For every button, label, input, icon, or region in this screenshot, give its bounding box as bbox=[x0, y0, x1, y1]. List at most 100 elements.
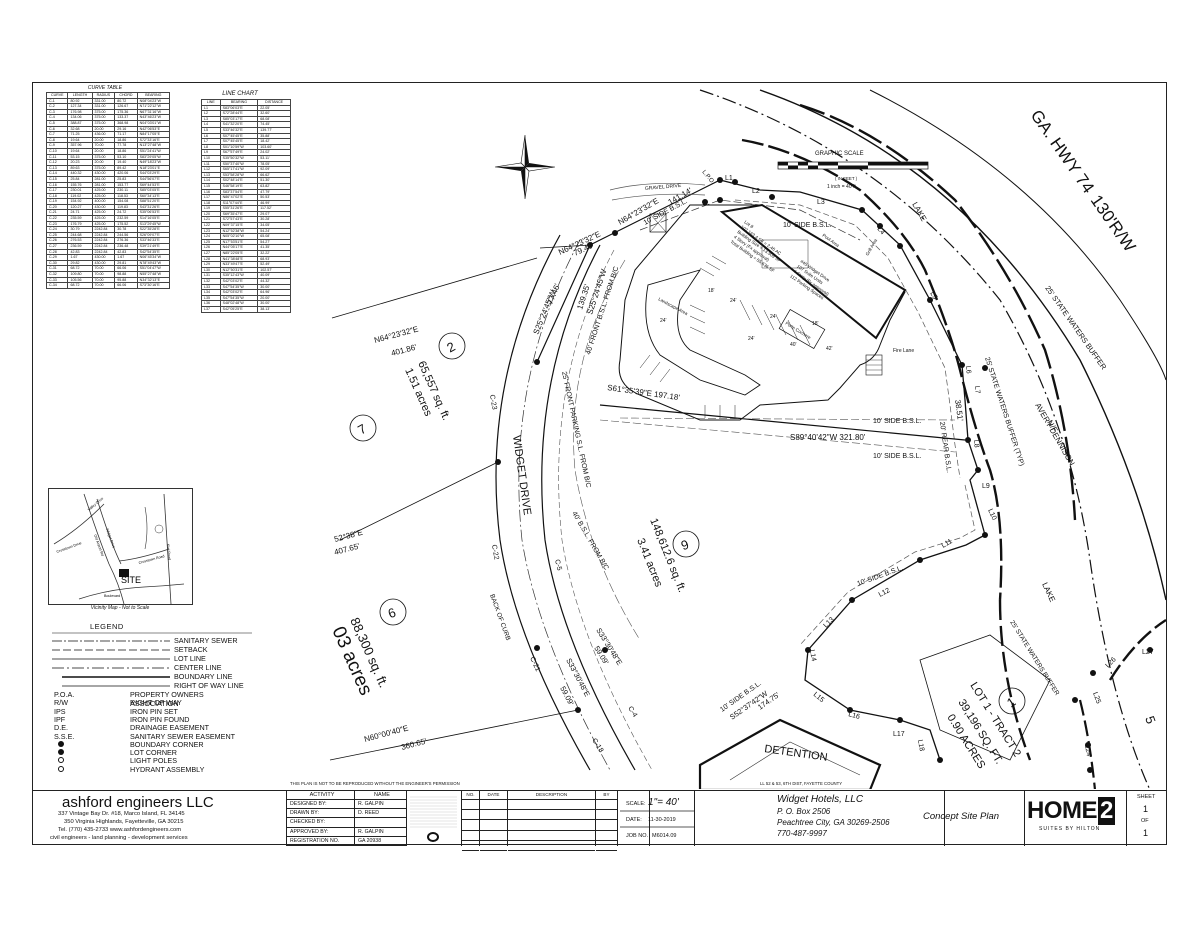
side-bsl-3: 10' SIDE B.S.L. bbox=[873, 418, 921, 425]
revision-column: BY bbox=[596, 791, 618, 851]
table-cell: 68.93' bbox=[257, 255, 291, 263]
line-label-l12: L12 bbox=[878, 587, 892, 599]
client-phone: 770-487-9997 bbox=[777, 829, 827, 838]
legend-title: LEGEND bbox=[90, 622, 124, 631]
dim-label: 18' bbox=[812, 321, 819, 327]
table-cell: S42°05'25"E bbox=[219, 306, 259, 313]
line-label-l7: L7 bbox=[973, 386, 981, 394]
table-cell: 20.00' bbox=[257, 294, 291, 302]
table-header: CHORD bbox=[114, 92, 138, 99]
job-value: M6014.09 bbox=[652, 833, 677, 839]
table-cell: N08°04'23"W bbox=[136, 97, 171, 105]
legend-abbr-desc: PROPERTY OWNERS ASSOCIATION bbox=[130, 690, 204, 708]
highway-row: 130'R/W bbox=[1087, 191, 1140, 255]
revision-row bbox=[462, 800, 479, 811]
dim-label: 24' bbox=[660, 318, 667, 324]
table-cell: 30.00' bbox=[257, 300, 291, 307]
activity-header: ACTIVITY bbox=[287, 791, 355, 800]
legend-abbr: IPS bbox=[54, 706, 66, 716]
bearing-1: N64°23'32"E bbox=[373, 324, 419, 344]
table-cell: N43°46'23"W bbox=[136, 114, 171, 121]
legend-abbr-desc: SANITARY SEWER EASEMENT bbox=[130, 731, 236, 741]
table-cell: 68.72 bbox=[67, 265, 93, 272]
line-label-l1: L1 bbox=[725, 175, 733, 182]
bearing-8: 52°38"E bbox=[333, 528, 364, 544]
activity-name: GA 20938 bbox=[355, 836, 407, 846]
vicinity-road-label: Old Airport Rd bbox=[93, 534, 104, 557]
legend-line-item: RIGHT OF WAY LINE bbox=[52, 681, 252, 690]
firm-block: ashford engineers LLC 337 Vintage Bay Dr… bbox=[32, 791, 287, 846]
porte-cochere-label: Porte Cochere bbox=[784, 321, 812, 341]
svg-text:Lot 8: Lot 8 bbox=[743, 219, 754, 229]
bearing-7: S89°40'42"W 321.80' bbox=[790, 433, 866, 442]
lot-2-num: 2 bbox=[444, 339, 457, 356]
table-cell: 38.13' bbox=[257, 306, 291, 313]
ll-note: LL 52 & 53, 6TH DIST, FAYETTE COUNTY bbox=[760, 781, 842, 786]
sheet-label: SHEET bbox=[1137, 794, 1156, 800]
revision-column: DESCRIPTION bbox=[508, 791, 596, 851]
legend-line-item: LOT LINE bbox=[52, 654, 252, 663]
activity-name: D. REED bbox=[355, 809, 407, 819]
table-cell: 134.06 bbox=[67, 114, 93, 121]
table-cell: 176.98 bbox=[67, 108, 93, 116]
bearing-6: S61°35'39"E 197.18' bbox=[607, 383, 681, 402]
activity-name: R. GALPIN bbox=[355, 827, 407, 837]
table-cell: C-29 bbox=[45, 254, 69, 261]
table-cell: 126.67 bbox=[114, 103, 138, 110]
table-cell: S51°04'47"W bbox=[136, 265, 171, 272]
detention-label: DETENTION bbox=[764, 743, 829, 764]
table-cell: N34°32'13"E bbox=[136, 276, 171, 284]
legend-abbr-desc: HYDRANT ASSEMBLY bbox=[130, 764, 205, 774]
legend-line-desc: LOT LINE bbox=[174, 654, 206, 663]
line-label-l16: L16 bbox=[847, 711, 860, 721]
side-bsl-2: 10' SIDE B.S.L. bbox=[783, 222, 831, 229]
hydrant-icon bbox=[58, 765, 64, 772]
line-label-l11: L11 bbox=[941, 538, 954, 550]
table-cell: C-33 bbox=[45, 276, 69, 284]
vicinity-road-label: Boulevard bbox=[104, 594, 120, 598]
firm-name: ashford engineers LLC bbox=[62, 794, 214, 811]
table-cell: 95.88 bbox=[114, 276, 138, 284]
table-cell: 102.57' bbox=[257, 266, 291, 274]
revision-column: DATE bbox=[480, 791, 508, 851]
owner-name: AVERY DENNISON bbox=[1033, 402, 1076, 468]
client-box: P. O. Box 2506 bbox=[777, 807, 831, 816]
fire-lane-label: Fire Lane bbox=[893, 348, 914, 354]
job-label: JOB NO. bbox=[626, 833, 649, 839]
sheet-total: 1 bbox=[1143, 828, 1149, 838]
table-header: BEARING bbox=[136, 92, 171, 99]
curve-label-c23: C-23 bbox=[488, 394, 498, 410]
brand-main: HOME bbox=[1027, 797, 1098, 824]
line-label-l27: L27 bbox=[1142, 649, 1154, 656]
table-header: CURVE bbox=[45, 92, 69, 99]
table-cell: 66.06 bbox=[114, 265, 138, 272]
table-cell: C-30 bbox=[45, 259, 69, 267]
firm-address-1: 337 Vintage Bay Dr. #18, Marco Island, F… bbox=[58, 811, 185, 817]
table-cell: 66.06 bbox=[114, 282, 138, 289]
revision-column: NO. bbox=[462, 791, 480, 851]
revision-row bbox=[596, 800, 617, 811]
table-cell: 105.56 bbox=[67, 276, 93, 284]
legend-line-item: CENTER LINE bbox=[52, 663, 252, 672]
table-cell: 64.96' bbox=[257, 289, 291, 296]
dim-label: 42' bbox=[826, 346, 833, 352]
table-cell: 133.37 bbox=[114, 114, 138, 121]
dist-rear: 38.51' bbox=[953, 399, 965, 422]
lake-label-lower: LAKE bbox=[1040, 581, 1057, 603]
back-of-curb-label: BACK OF CURB bbox=[488, 593, 511, 641]
lot-9-num: 9 bbox=[679, 537, 691, 554]
line-label-l13: L13 bbox=[822, 616, 835, 629]
legend-line-item: SETBACK bbox=[52, 645, 252, 654]
client-block: Widget Hotels, LLC P. O. Box 2506 Peacht… bbox=[695, 791, 945, 846]
